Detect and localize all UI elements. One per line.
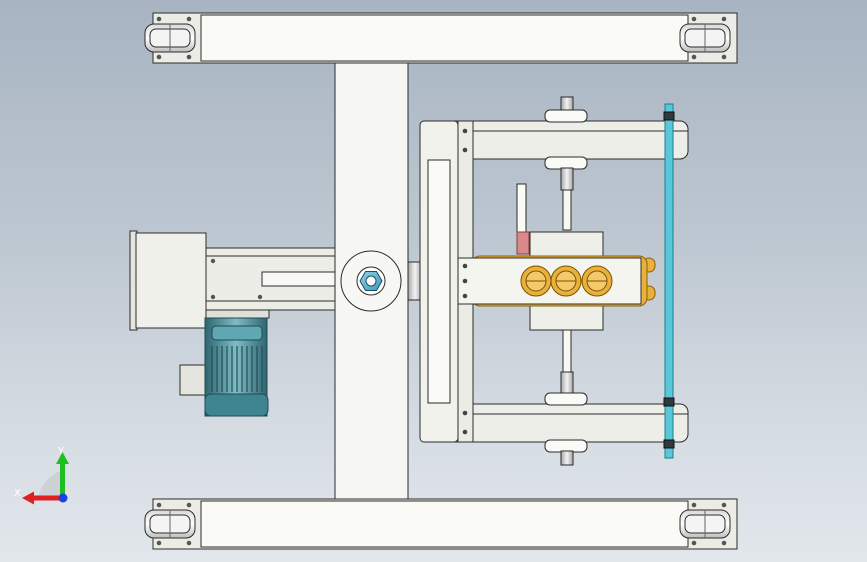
guide-post[interactable] xyxy=(516,183,527,233)
bearing-bar[interactable] xyxy=(457,255,656,307)
bearing-3[interactable] xyxy=(581,265,613,297)
drive-motor[interactable] xyxy=(179,317,269,417)
bearing-1[interactable] xyxy=(520,265,552,297)
triad-x-label: X xyxy=(14,488,21,499)
carriage-top-block[interactable] xyxy=(529,231,604,259)
bottom-clamp[interactable] xyxy=(544,329,588,466)
bottom-left-wheel[interactable] xyxy=(144,509,196,539)
bottom-right-wheel[interactable] xyxy=(679,509,731,539)
top-clamp[interactable] xyxy=(544,96,588,231)
y-axis-arrow-icon xyxy=(56,452,69,498)
top-rail[interactable] xyxy=(144,12,738,64)
triad-y-label: Y xyxy=(57,446,65,457)
bottom-rail[interactable] xyxy=(144,498,738,550)
carriage-bottom-block[interactable] xyxy=(529,305,604,331)
bearing-2[interactable] xyxy=(550,265,582,297)
position-marker[interactable] xyxy=(516,231,530,255)
gearbox-housing[interactable] xyxy=(135,232,207,329)
top-left-wheel[interactable] xyxy=(144,23,196,53)
arm-slot xyxy=(261,271,336,287)
right-frame[interactable] xyxy=(419,120,689,443)
z-axis-dot-icon xyxy=(58,493,68,503)
pivot-hub[interactable] xyxy=(340,250,402,312)
axis-triad: X Y xyxy=(14,446,69,505)
top-right-wheel[interactable] xyxy=(679,23,731,53)
tie-rod[interactable] xyxy=(663,103,675,459)
gearbox-assembly[interactable] xyxy=(129,230,336,331)
x-axis-arrow-icon xyxy=(22,491,62,505)
